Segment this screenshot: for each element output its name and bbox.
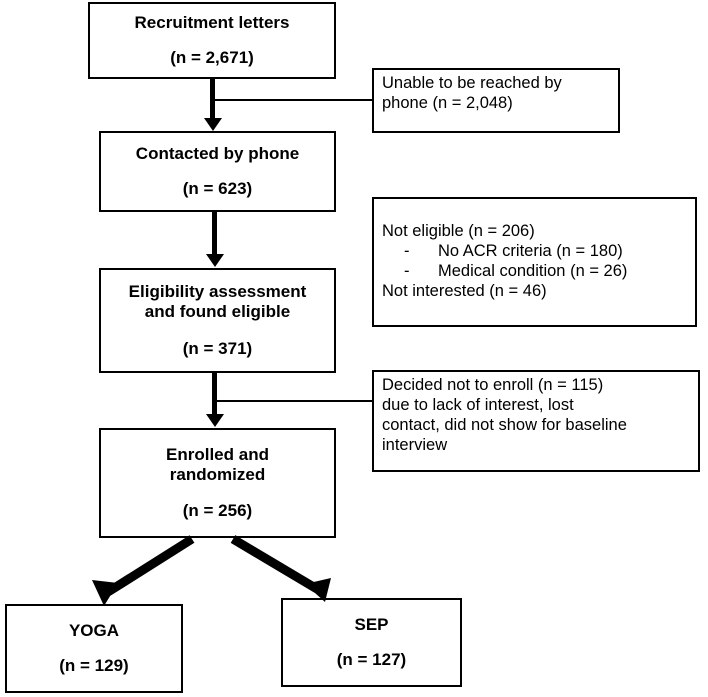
connector-eligibility-to-enrolled: [212, 373, 217, 415]
connector-line: [105, 535, 195, 596]
node-sep-arm: SEP (n = 127): [281, 598, 462, 687]
arrowhead-icon: [205, 254, 224, 267]
bullet-dash-icon: -: [404, 242, 410, 261]
node-contacted-by-phone: Contacted by phone (n = 623): [99, 131, 336, 212]
node-title: Contacted by phone: [135, 144, 300, 164]
exclusion-sub-line: - Medical condition (n = 26): [382, 262, 627, 282]
node-count: (n = 371): [182, 338, 253, 358]
node-decided-not-to-enroll: Decided not to enroll (n = 115) due to l…: [372, 370, 700, 472]
connector-enrolled-to-sep: [230, 535, 331, 602]
node-yoga-arm: YOGA (n = 129): [5, 604, 183, 693]
node-recruitment-letters: Recruitment letters (n = 2,671): [88, 2, 336, 79]
node-eligibility-assessment: Eligibility assessment and found eligibl…: [99, 268, 336, 373]
node-count: (n = 127): [336, 649, 407, 669]
node-title-line2: and found eligible: [144, 302, 291, 322]
exclusion-line: Unable to be reached by: [382, 74, 562, 92]
node-title: YOGA: [68, 621, 120, 641]
exclusion-line: interview: [382, 435, 448, 454]
bullet-dash-icon: -: [404, 262, 410, 280]
exclusion-line: Not eligible (n = 206): [382, 222, 535, 241]
exclusion-line: contact, did not show for baseline: [382, 415, 627, 434]
node-title: Recruitment letters: [134, 13, 290, 33]
exclusion-sub-text: No ACR criteria (n = 180): [438, 242, 623, 261]
node-not-eligible: Not eligible (n = 206) - No ACR criteria …: [372, 197, 697, 327]
node-title-line1: Eligibility assessment: [128, 282, 307, 302]
node-count: (n = 623): [182, 178, 253, 198]
arrowhead-icon: [92, 580, 118, 606]
connector-contacted-to-eligibility: [212, 212, 217, 255]
node-count: (n = 2,671): [170, 47, 254, 67]
exclusion-line: phone (n = 2,048): [382, 93, 513, 112]
exclusion-line: Not interested (n = 46): [382, 281, 547, 300]
connector-enrolled-to-yoga: [92, 535, 195, 606]
node-title-line2: randomized: [169, 464, 266, 484]
connector-line: [230, 535, 320, 593]
node-count: (n = 256): [182, 501, 253, 521]
node-enrolled-randomized: Enrolled and randomized (n = 256): [99, 428, 336, 538]
exclusion-sub-line: - No ACR criteria (n = 180): [382, 242, 623, 262]
arrowhead-icon: [203, 118, 222, 131]
exclusion-line: due to lack of interest, lost: [382, 395, 574, 414]
node-unable-to-reach: Unable to be reached by phone (n = 2,048…: [372, 68, 620, 133]
node-count: (n = 129): [59, 655, 129, 675]
connector-branch-unable-to-reach: [212, 99, 372, 101]
arrowhead-icon: [305, 578, 331, 602]
node-title: SEP: [354, 615, 389, 635]
exclusion-line: Decided not to enroll (n = 115): [382, 376, 604, 394]
arrowhead-icon: [205, 414, 224, 427]
node-title-line1: Enrolled and: [166, 444, 269, 464]
exclusion-sub-text: Medical condition (n = 26): [438, 262, 628, 280]
connector-branch-decided-not-to-enroll: [214, 400, 372, 402]
